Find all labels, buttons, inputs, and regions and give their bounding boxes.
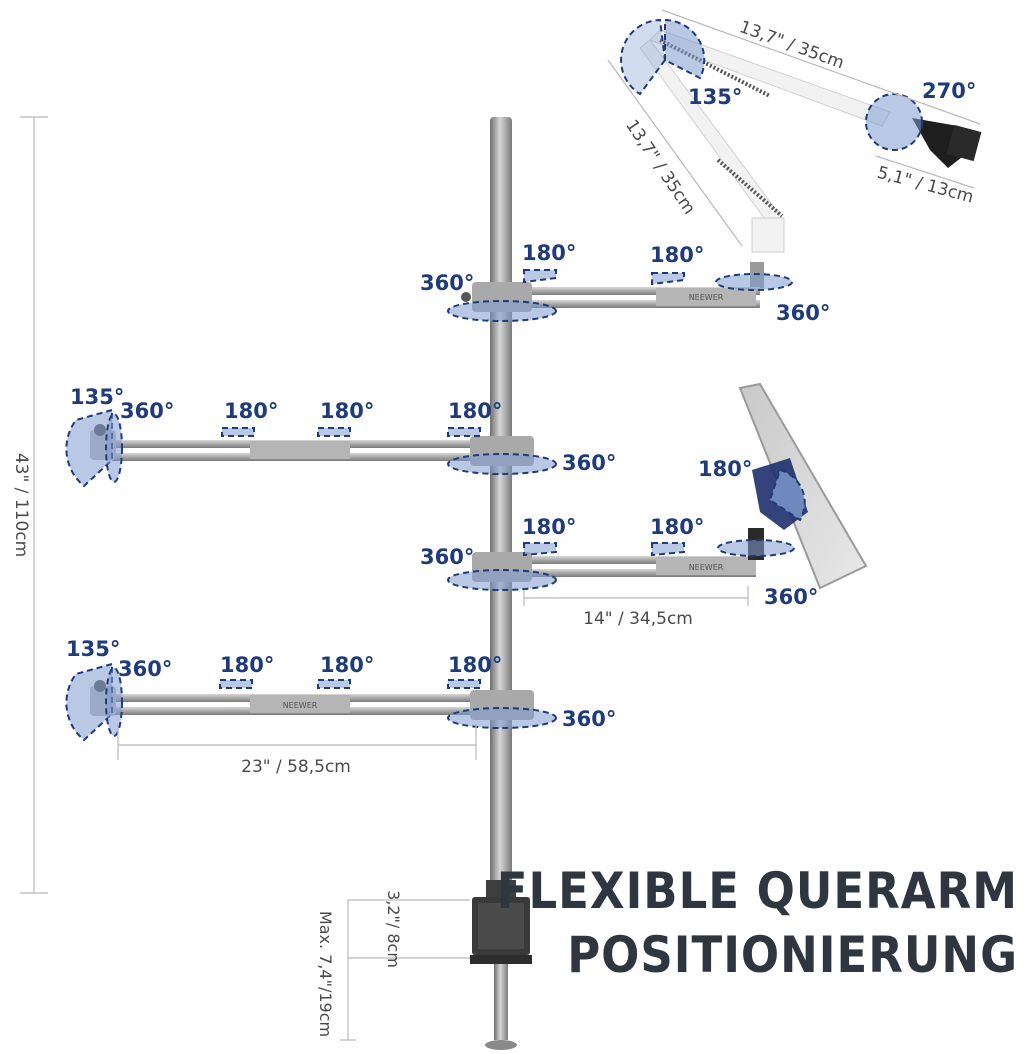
pole: [490, 117, 512, 897]
boom-angle-indicators: [620, 18, 923, 151]
pole-foot: [485, 1040, 517, 1050]
boom-135-label: 135°: [688, 85, 742, 109]
arm3-360-right-label: 360°: [764, 585, 818, 609]
height-dimension: [20, 116, 48, 894]
arm4-360-left-label: 360°: [118, 657, 172, 681]
arm2-135-label: 135°: [70, 385, 124, 409]
arm4-135-label: 135°: [66, 637, 120, 661]
arm2-180-c-label: 180°: [448, 399, 502, 423]
arm2-360-right-label: 360°: [562, 451, 616, 475]
angle-indicators: [65, 269, 806, 742]
arm2-360-left-label: 360°: [120, 399, 174, 423]
boom-270-label: 270°: [922, 79, 976, 103]
arm-dimension-lines: [117, 586, 749, 760]
arm1-180-b-label: 180°: [650, 243, 704, 267]
arm2-180-a-label: 180°: [224, 399, 278, 423]
height-label: 43" / 110cm: [11, 453, 31, 557]
clamp-max-label: Max. 7,4"/19cm: [316, 911, 335, 1037]
arm1-360-left-label: 360°: [420, 271, 474, 295]
svg-text:NEEWER: NEEWER: [689, 293, 724, 302]
arm3-180-tablet-label: 180°: [698, 457, 752, 481]
boom-dimension-lines: [607, 9, 981, 247]
clamp-dimension-lines: [340, 899, 470, 1041]
clamp-gap-label: 3,2"/ 8cm: [384, 890, 403, 968]
svg-text:NEEWER: NEEWER: [283, 701, 318, 710]
arm4-180-b-label: 180°: [320, 653, 374, 677]
desk-clamp: [470, 880, 532, 964]
long-arm-label: 23" / 58,5cm: [241, 757, 351, 777]
arm2-180-b-label: 180°: [320, 399, 374, 423]
arm3-180-a-label: 180°: [522, 515, 576, 539]
arm4-180-c-label: 180°: [448, 653, 502, 677]
arm3-360-left-label: 360°: [420, 545, 474, 569]
headline-line-2: POSITIONIERUNG: [567, 926, 1018, 984]
arm4-360-right-label: 360°: [562, 707, 616, 731]
angle-labels: 135° 270° 360° 180° 180° 360° 135° 360° …: [66, 79, 976, 731]
short-arm-label: 14" / 34,5cm: [583, 609, 693, 629]
headline-line-1: FLEXIBLE QUERARM: [496, 862, 1018, 920]
arm1-180-a-label: 180°: [522, 241, 576, 265]
arm3-180-b-label: 180°: [650, 515, 704, 539]
pole-lower: [494, 960, 508, 1040]
clamp-head-label: 5,1" / 13cm: [875, 163, 976, 208]
arm1-360-right-label: 360°: [776, 301, 830, 325]
arm4-180-a-label: 180°: [220, 653, 274, 677]
svg-text:NEEWER: NEEWER: [689, 563, 724, 572]
